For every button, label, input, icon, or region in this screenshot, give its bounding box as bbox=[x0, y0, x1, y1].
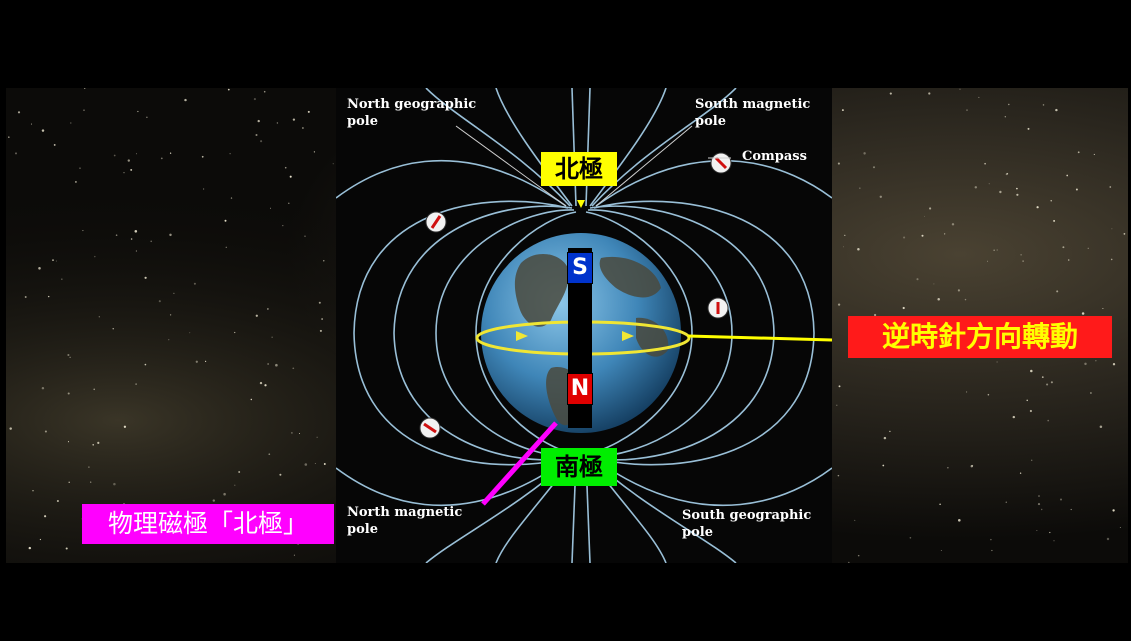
rotation-pointer bbox=[687, 334, 832, 342]
north-pointer-icon bbox=[577, 200, 585, 208]
label-south-magnetic-pole: South magnetic pole bbox=[695, 97, 811, 129]
north-pole-tag: 北極 bbox=[541, 152, 617, 186]
rotation-arrow-icon bbox=[516, 331, 528, 341]
compass-icon bbox=[707, 297, 729, 319]
compass-icon bbox=[710, 152, 732, 174]
label-north-magnetic-pole: North magnetic pole bbox=[347, 505, 463, 537]
magnet-south-label: S bbox=[567, 252, 593, 284]
rotation-arrow-icon bbox=[622, 331, 634, 341]
label-south-geographic-pole: South geographic pole bbox=[682, 508, 812, 540]
compass-icon bbox=[425, 211, 447, 233]
south-pole-tag: 南極 bbox=[541, 448, 617, 486]
label-leader-lines bbox=[455, 125, 731, 207]
label-north-geographic-pole: North geographic pole bbox=[347, 97, 477, 129]
rotation-direction-tag: 逆時針方向轉動 bbox=[848, 316, 1112, 358]
magnetic-pole-pointer bbox=[481, 421, 558, 506]
compass-icon bbox=[419, 417, 441, 439]
label-compass: Compass bbox=[742, 149, 807, 164]
magnet-north-label: N bbox=[567, 373, 593, 405]
magnetic-field-lines bbox=[336, 88, 832, 563]
physical-north-pole-tag: 物理磁極「北極」 bbox=[82, 504, 334, 544]
